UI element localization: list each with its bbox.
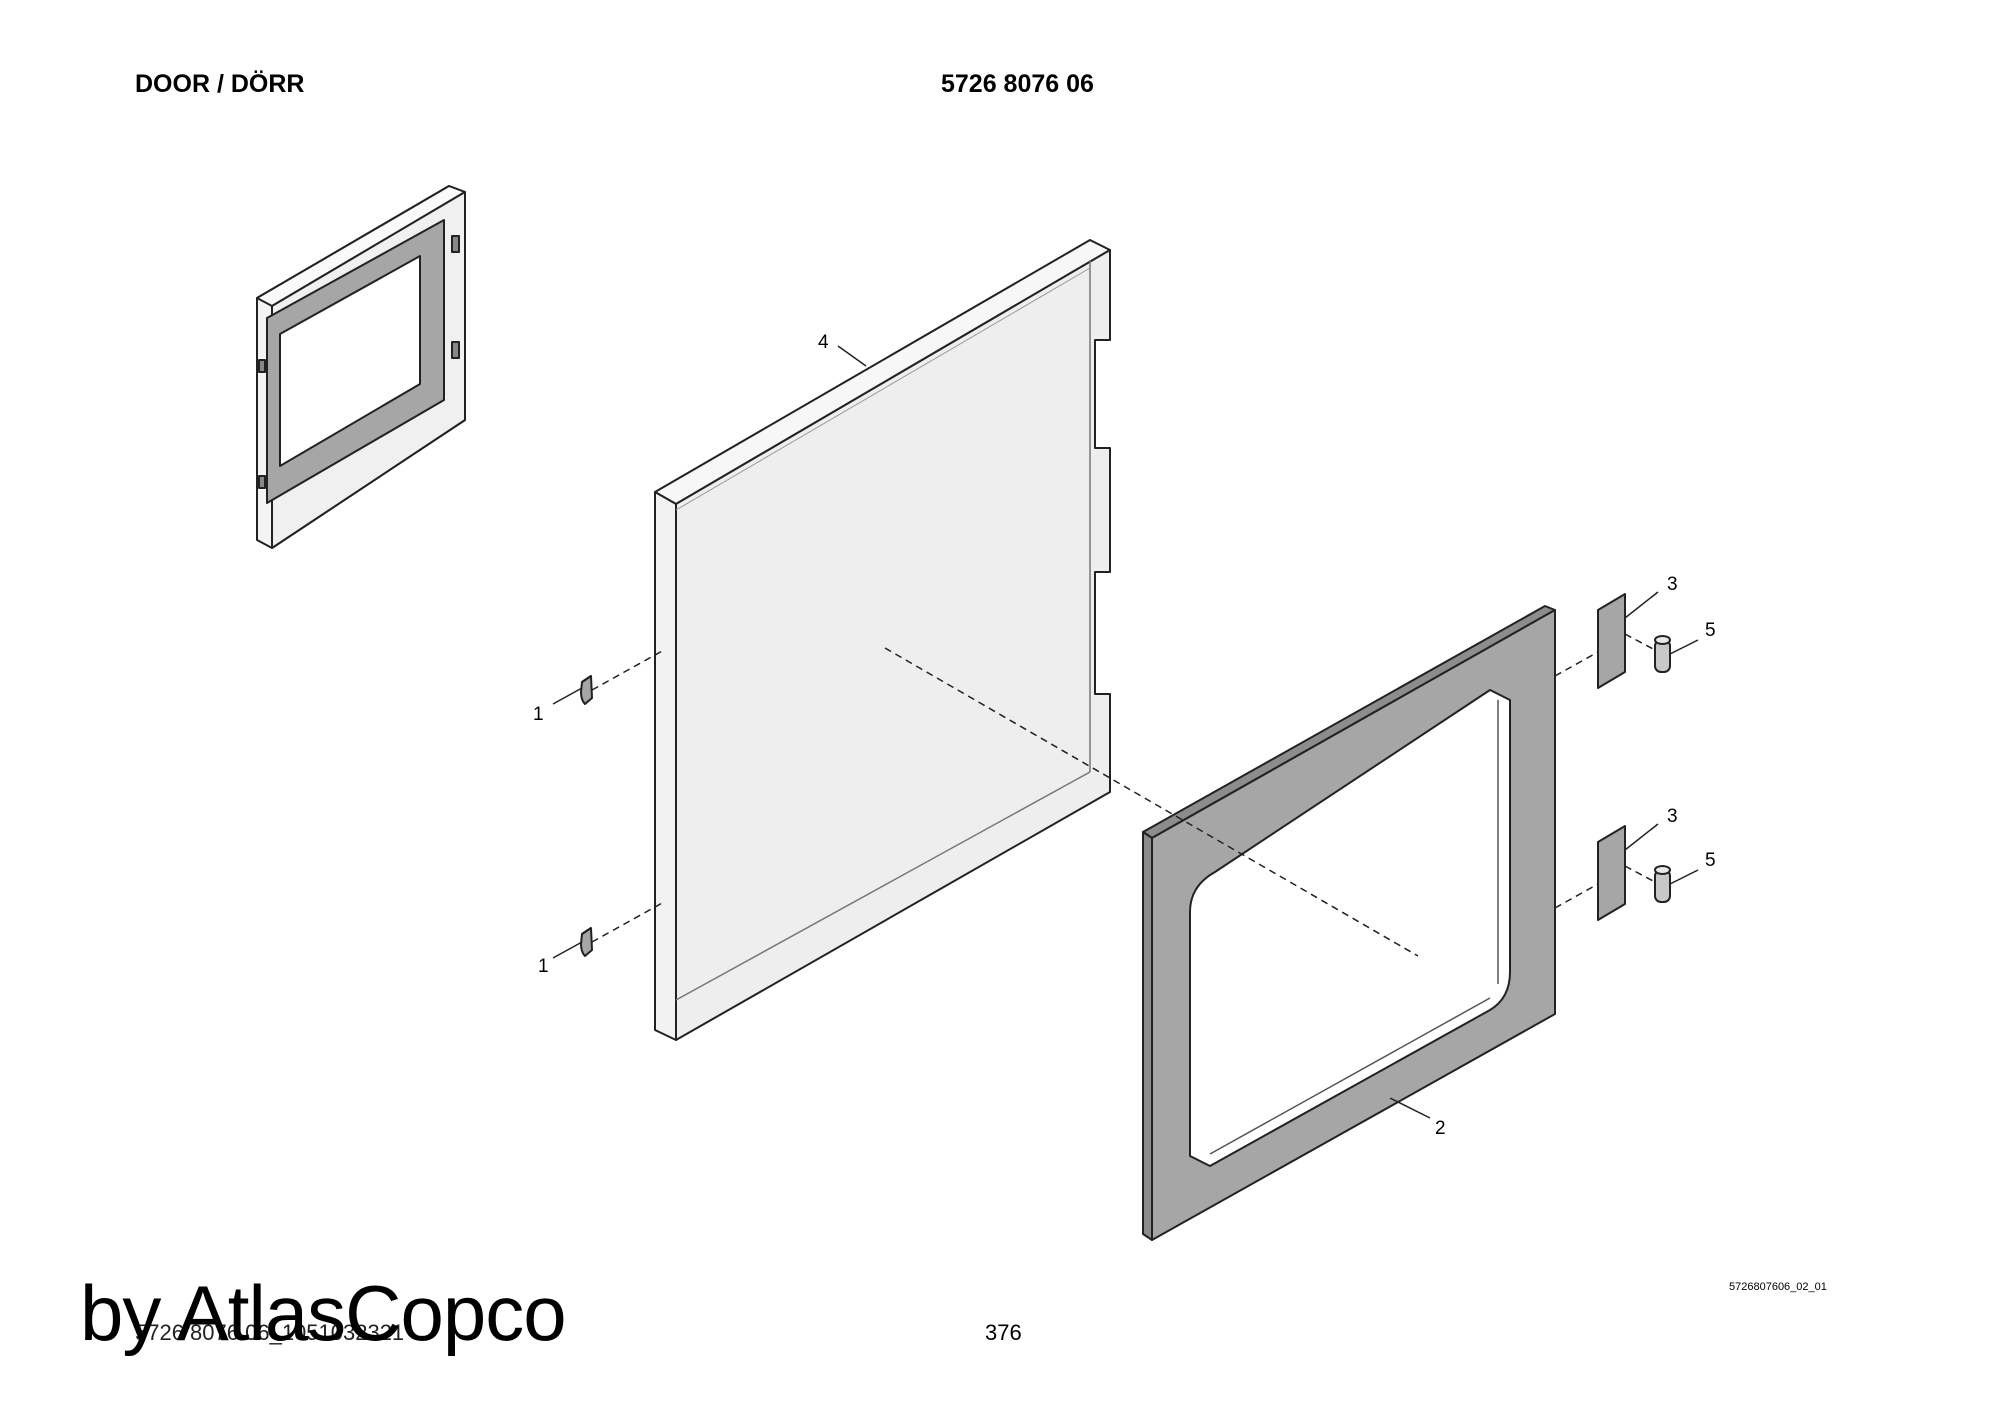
- drawing-reference: 5726807606_02_01: [1729, 1281, 1827, 1293]
- clip-lower: [580, 927, 593, 957]
- callout-5-lower: 5: [1705, 850, 1716, 871]
- callout-3-upper: 3: [1667, 574, 1678, 595]
- leader-lines: [552, 345, 1699, 1119]
- callout-1-upper: 1: [533, 704, 544, 725]
- plate-lower: [1597, 825, 1626, 921]
- callout-5-upper: 5: [1705, 620, 1716, 641]
- door-panel: [654, 239, 1111, 1041]
- assembly-lines: [591, 633, 1656, 957]
- page-number: 376: [985, 1320, 1022, 1345]
- gasket-frame: [1142, 605, 1556, 1241]
- callout-3-lower: 3: [1667, 806, 1678, 827]
- pin-upper: [1654, 635, 1671, 673]
- pin-lower: [1654, 865, 1671, 903]
- plate-upper: [1597, 593, 1626, 689]
- callout-2: 2: [1435, 1118, 1446, 1139]
- assembled-door-thumbnail: [256, 185, 466, 549]
- clip-upper: [580, 675, 593, 705]
- document-id: 5726 8076 06_1051032321: [135, 1320, 405, 1345]
- watermark: by AtlasCopco: [80, 1269, 567, 1357]
- callout-1-lower: 1: [538, 956, 549, 977]
- callout-4: 4: [818, 332, 829, 353]
- part-number: 5726 8076 06: [941, 70, 1094, 98]
- page-title: DOOR / DÖRR: [135, 70, 305, 98]
